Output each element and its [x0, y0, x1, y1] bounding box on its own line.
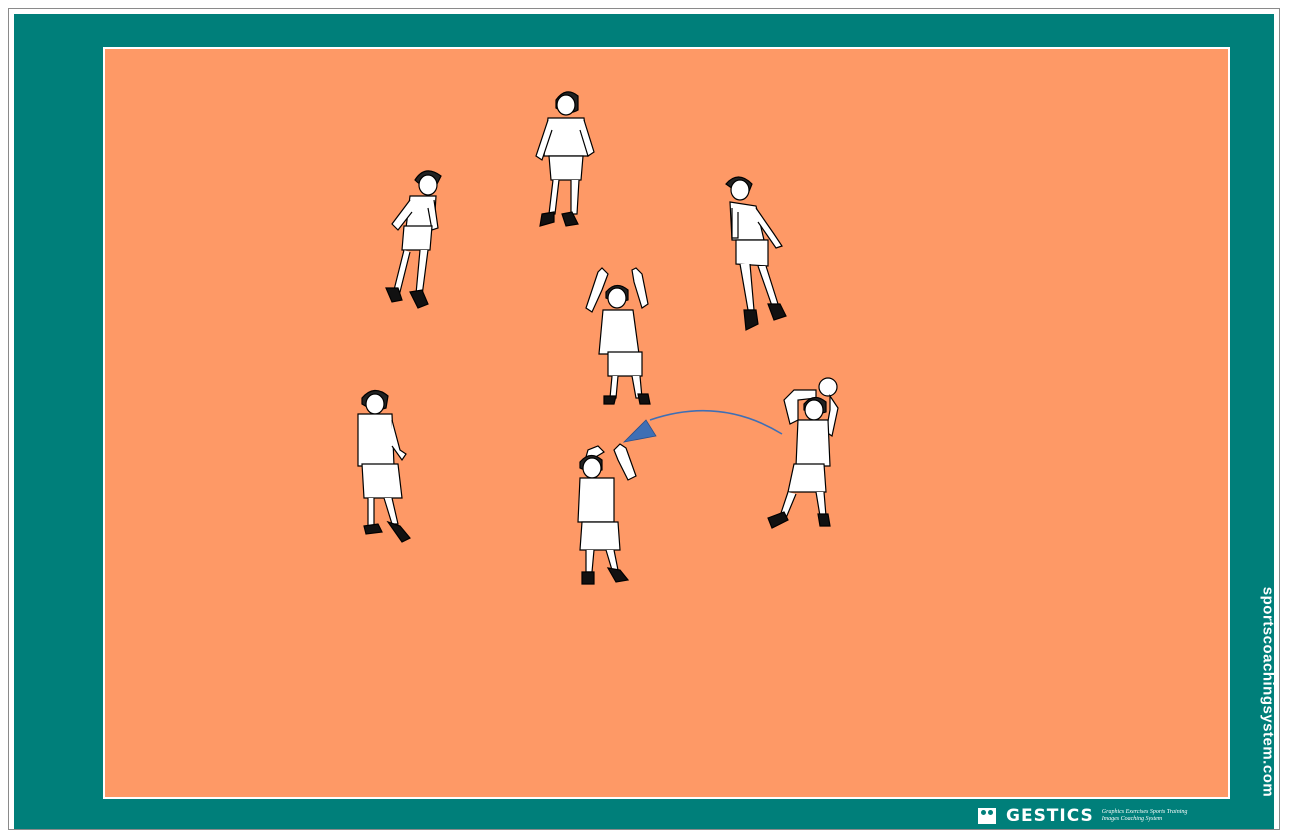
brand-name: GESTICS	[1006, 806, 1094, 826]
player-center	[586, 268, 650, 404]
arrowhead-icon	[624, 420, 656, 442]
player-left	[358, 390, 410, 542]
gestics-figure-icon	[978, 808, 996, 824]
gestics-logo: GESTICS Graphics Exercises Sports Traini…	[978, 805, 1187, 827]
brand-tagline-line2: Images Coaching System	[1102, 816, 1162, 822]
brand-tagline: Graphics Exercises Sports Training Image…	[1102, 809, 1188, 823]
player-upper-right	[726, 177, 786, 330]
website-url-text: sportscoachingsystem.com	[1260, 587, 1277, 797]
player-top-center	[536, 92, 594, 226]
player-bottom-center	[578, 444, 636, 584]
ball-icon	[819, 378, 837, 396]
brand-tagline-line1: Graphics Exercises Sports Training	[1102, 809, 1188, 815]
player-right	[768, 378, 838, 528]
player-upper-left	[386, 171, 441, 308]
pass-arrow	[624, 411, 782, 442]
